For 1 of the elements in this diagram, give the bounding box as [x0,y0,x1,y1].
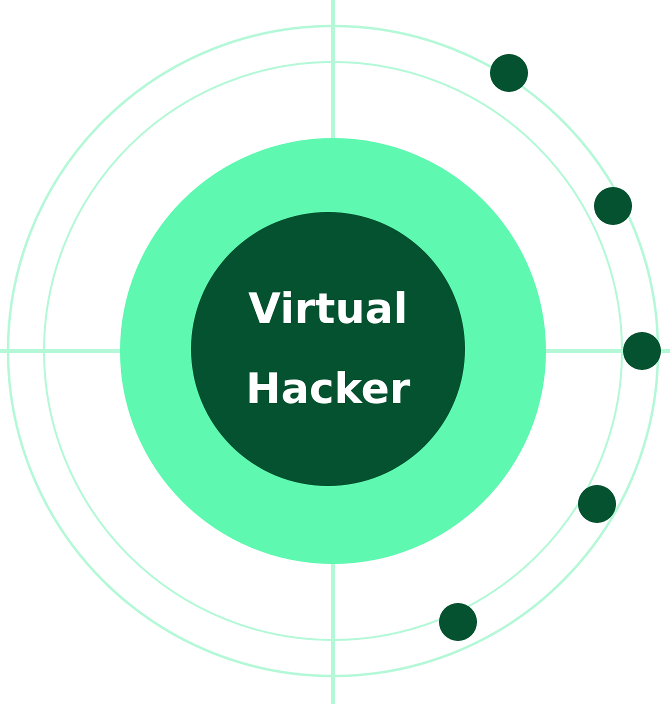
hub-label: Virtual Hacker [244,283,412,415]
